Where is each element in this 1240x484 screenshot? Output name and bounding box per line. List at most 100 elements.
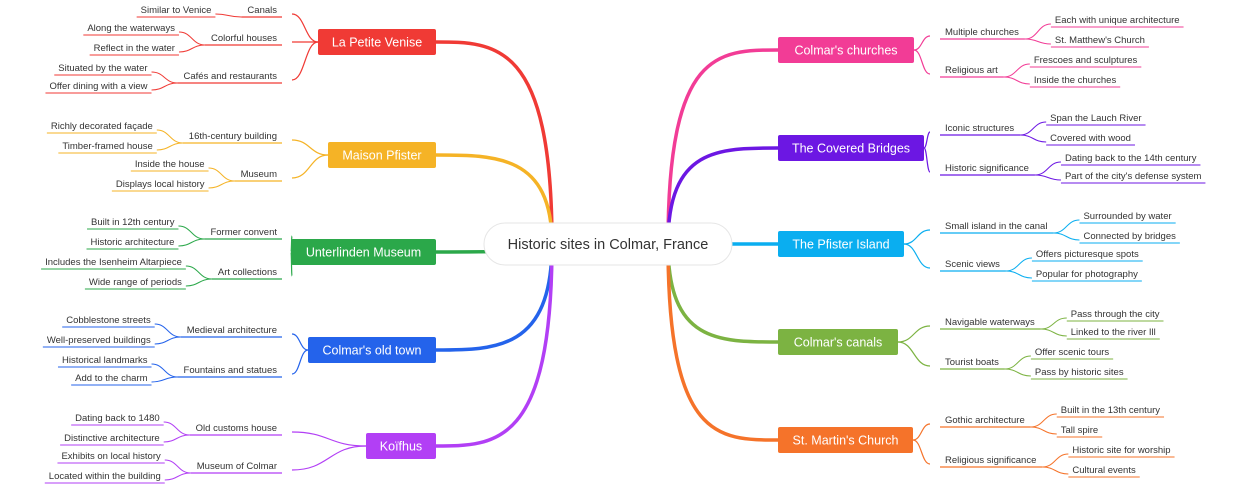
leaf-node-covered-with-wood[interactable]: Covered with wood <box>1050 133 1131 144</box>
leaf-node-reflect-in-the-water[interactable]: Reflect in the water <box>94 43 175 54</box>
child-node-navigable-waterways[interactable]: Navigable waterways <box>945 317 1035 328</box>
leaf-connector-pass-through-the-city <box>1040 317 1067 330</box>
leaf-node-dating-back-to-the-14th-century[interactable]: Dating back to the 14th century <box>1065 153 1197 164</box>
main-node-unterlinden-museum[interactable]: Unterlinden Museum <box>291 239 436 265</box>
main-node-box <box>778 37 914 63</box>
child-node-former-convent[interactable]: Former convent <box>210 227 277 238</box>
child-node-colorful-houses[interactable]: Colorful houses <box>211 33 277 44</box>
child-node-fountains-and-statues[interactable]: Fountains and statues <box>184 365 278 376</box>
leaf-node-connected-by-bridges[interactable]: Connected by bridges <box>1083 231 1176 242</box>
leaf-connector-timber-framed-house <box>156 142 183 151</box>
main-connector-colmar-s-old-town <box>434 242 554 352</box>
main-node-ko-fhus[interactable]: Koïfhus <box>366 433 436 459</box>
leaf-node-includes-the-isenheim-altarpiece[interactable]: Includes the Isenheim Altarpiece <box>45 257 182 268</box>
main-node-colmar-s-churches[interactable]: Colmar's churches <box>778 37 914 63</box>
leaf-connector-richly-decorated-fa-ade <box>156 129 183 144</box>
leaf-connector-exhibits-on-local-history <box>164 459 191 474</box>
main-node-st-martin-s-church[interactable]: St. Martin's Church <box>778 427 913 453</box>
leaf-node-surrounded-by-water[interactable]: Surrounded by water <box>1083 211 1171 222</box>
leaf-node-dating-back-to-1480[interactable]: Dating back to 1480 <box>75 413 160 424</box>
main-node-maison-pfister[interactable]: Maison Pfister <box>328 142 436 168</box>
child-node-label: Former convent <box>210 227 277 238</box>
main-node-label: Colmar's churches <box>794 44 897 58</box>
leaf-node-inside-the-churches[interactable]: Inside the churches <box>1034 75 1117 86</box>
child-node-religious-art[interactable]: Religious art <box>945 65 998 76</box>
child-node-religious-significance[interactable]: Religious significance <box>945 455 1036 466</box>
leaf-node-well-preserved-buildings[interactable]: Well-preserved buildings <box>47 335 151 346</box>
leaf-connector-each-with-unique-architecture <box>1024 23 1051 40</box>
main-node-label: The Covered Bridges <box>792 142 910 156</box>
main-connector-ko-fhus <box>434 242 554 448</box>
leaf-node-wide-range-of-periods[interactable]: Wide range of periods <box>89 277 182 288</box>
main-node-colmar-s-canals[interactable]: Colmar's canals <box>778 329 898 355</box>
main-node-the-pfister-island[interactable]: The Pfister Island <box>778 231 904 257</box>
leaf-node-situated-by-the-water[interactable]: Situated by the water <box>58 63 147 74</box>
child-node-scenic-views[interactable]: Scenic views <box>945 259 1000 270</box>
leaf-connector-span-the-lauch-river <box>1020 121 1047 136</box>
main-node-la-petite-venise[interactable]: La Petite Venise <box>318 29 436 55</box>
central-topic-box <box>483 222 733 266</box>
main-node-colmar-s-old-town[interactable]: Colmar's old town <box>308 337 436 363</box>
child-node-iconic-structures[interactable]: Iconic structures <box>945 123 1014 134</box>
child-node-small-island-in-the-canal[interactable]: Small island in the canal <box>945 221 1047 232</box>
leaf-node-historical-landmarks[interactable]: Historical landmarks <box>62 355 148 366</box>
leaf-node-st-matthew-s-church[interactable]: St. Matthew's Church <box>1055 35 1145 46</box>
leaf-node-historic-architecture[interactable]: Historic architecture <box>91 237 175 248</box>
leaf-node-offers-picturesque-spots[interactable]: Offers picturesque spots <box>1036 249 1139 260</box>
main-node-label: The Pfister Island <box>792 238 889 252</box>
leaf-node-similar-to-venice[interactable]: Similar to Venice <box>141 5 212 16</box>
leaf-node-offer-dining-with-a-view[interactable]: Offer dining with a view <box>49 81 147 92</box>
child-node-old-customs-house[interactable]: Old customs house <box>196 423 277 434</box>
child-node-museum[interactable]: Museum <box>241 169 278 180</box>
leaf-node-frescoes-and-sculptures[interactable]: Frescoes and sculptures <box>1034 55 1138 66</box>
main-node-box <box>328 142 436 168</box>
child-node-multiple-churches[interactable]: Multiple churches <box>945 27 1019 38</box>
child-node-historic-significance[interactable]: Historic significance <box>945 163 1029 174</box>
main-node-box <box>778 231 904 257</box>
leaf-node-linked-to-the-river-ill[interactable]: Linked to the river Ill <box>1071 327 1156 338</box>
leaf-node-historic-site-for-worship[interactable]: Historic site for worship <box>1072 445 1170 456</box>
leaf-node-cobblestone-streets[interactable]: Cobblestone streets <box>66 315 151 326</box>
leaf-node-tall-spire[interactable]: Tall spire <box>1061 425 1099 436</box>
main-connector-la-petite-venise <box>434 40 554 246</box>
node-layer: La Petite Venise Canals Similar to VeniceC… <box>45 5 1201 482</box>
leaf-node-span-the-lauch-river[interactable]: Span the Lauch River <box>1050 113 1141 124</box>
leaf-node-popular-for-photography[interactable]: Popular for photography <box>1036 269 1138 280</box>
leaf-node-displays-local-history[interactable]: Displays local history <box>116 179 205 190</box>
leaf-connector-similar-to-venice <box>215 13 242 18</box>
child-connector-museum <box>291 154 329 179</box>
child-node-label: Religious significance <box>945 455 1036 466</box>
leaf-connector-historical-landmarks <box>151 363 178 378</box>
leaf-node-built-in-the-13th-century[interactable]: Built in the 13th century <box>1061 405 1161 416</box>
leaf-node-pass-through-the-city[interactable]: Pass through the city <box>1071 309 1160 320</box>
leaf-node-built-in-12th-century[interactable]: Built in 12th century <box>91 217 175 228</box>
child-node-tourist-boats[interactable]: Tourist boats <box>945 357 999 368</box>
leaf-node-cultural-events[interactable]: Cultural events <box>1072 465 1136 476</box>
main-node-the-covered-bridges[interactable]: The Covered Bridges <box>778 135 924 161</box>
leaf-node-timber-framed-house[interactable]: Timber-framed house <box>62 141 152 152</box>
child-node-museum-of-colmar[interactable]: Museum of Colmar <box>197 461 277 472</box>
leaf-node-part-of-the-city-s-defense-system[interactable]: Part of the city's defense system <box>1065 171 1202 182</box>
leaf-node-each-with-unique-architecture[interactable]: Each with unique architecture <box>1055 15 1180 26</box>
leaf-node-located-within-the-building[interactable]: Located within the building <box>49 471 161 482</box>
leaf-node-richly-decorated-fa-ade[interactable]: Richly decorated façade <box>51 121 153 132</box>
leaf-node-exhibits-on-local-history[interactable]: Exhibits on local history <box>61 451 161 462</box>
leaf-node-inside-the-house[interactable]: Inside the house <box>135 159 205 170</box>
leaf-node-offer-scenic-tours[interactable]: Offer scenic tours <box>1035 347 1110 358</box>
child-node-label: 16th-century building <box>189 131 277 142</box>
leaf-connector-inside-the-house <box>208 167 235 182</box>
child-node-gothic-architecture[interactable]: Gothic architecture <box>945 415 1025 426</box>
main-node-box <box>308 337 436 363</box>
leaf-connector-st-matthew-s-church <box>1024 38 1051 45</box>
leaf-node-along-the-waterways[interactable]: Along the waterways <box>87 23 175 34</box>
leaf-node-distinctive-architecture[interactable]: Distinctive architecture <box>64 433 160 444</box>
child-node-caf-s-and-restaurants[interactable]: Cafés and restaurants <box>184 71 278 82</box>
child-node-canals[interactable]: Canals <box>247 5 277 16</box>
leaf-node-add-to-the-charm[interactable]: Add to the charm <box>75 373 147 384</box>
main-node-label: La Petite Venise <box>332 36 422 50</box>
central-topic[interactable]: Historic sites in Colmar, France <box>483 222 733 266</box>
leaf-node-pass-by-historic-sites[interactable]: Pass by historic sites <box>1035 367 1124 378</box>
child-node-16th-century-building[interactable]: 16th-century building <box>189 131 277 142</box>
child-node-art-collections[interactable]: Art collections <box>218 267 277 278</box>
child-node-medieval-architecture[interactable]: Medieval architecture <box>187 325 277 336</box>
